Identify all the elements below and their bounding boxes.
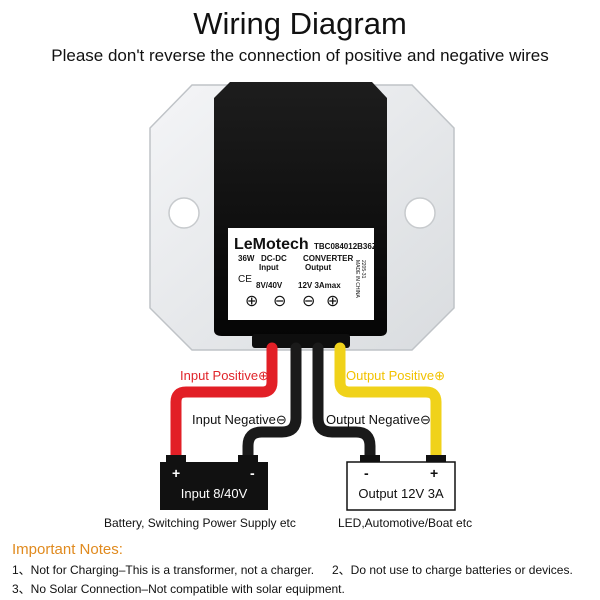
output-box-minus: - bbox=[364, 465, 369, 481]
page-subtitle: Please don't reverse the connection of p… bbox=[51, 46, 549, 65]
mount-hole-right bbox=[404, 197, 436, 229]
dcdc-label: DC-DC bbox=[261, 254, 287, 263]
output-load-box bbox=[346, 461, 456, 511]
model-label: TBC084012B36Z bbox=[314, 242, 377, 251]
label-panel bbox=[228, 228, 374, 320]
input-box-caption: Battery, Switching Power Supply etc bbox=[104, 516, 296, 530]
output-box-label: Output 12V 3A bbox=[358, 486, 444, 501]
converter-label: CONVERTER bbox=[303, 254, 353, 263]
input-box-label: Input 8/40V bbox=[181, 486, 248, 501]
input-box-plus: + bbox=[172, 465, 180, 481]
input-terminal-tab-positive bbox=[166, 455, 186, 464]
output-negative-label: Output Negative⊖ bbox=[326, 412, 431, 427]
mount-hole-left bbox=[168, 197, 200, 229]
input-terminal-tab-negative bbox=[238, 455, 258, 464]
note-item: 2、Do not use to charge batteries or devi… bbox=[332, 563, 573, 577]
red-input-positive-wire bbox=[170, 342, 278, 468]
important-notes-title: Important Notes: bbox=[12, 541, 123, 558]
output-box-caption: LED,Automotive/Boat etc bbox=[338, 516, 472, 530]
input-range-label: 8V/40V bbox=[256, 281, 283, 290]
note-item: 3、No Solar Connection–Not compatible wit… bbox=[12, 582, 345, 596]
made-in-china-text: MADE IN CHINA bbox=[354, 260, 360, 298]
black-output-negative-wire bbox=[312, 342, 376, 468]
side-code-text: 2205-31 bbox=[360, 260, 366, 279]
input-source-box bbox=[160, 462, 268, 510]
output-rating-label: 12V 3Amax bbox=[298, 281, 341, 290]
output-caption: Output bbox=[305, 263, 332, 272]
input-positive-label: Input Positive⊕ bbox=[180, 368, 269, 383]
input-negative-label: Input Negative⊖ bbox=[192, 412, 287, 427]
ce-mark: CE bbox=[238, 274, 252, 285]
terminal-input-negative-icon: ⊖ bbox=[273, 293, 286, 310]
terminal-input-positive-icon: ⊕ bbox=[245, 293, 258, 310]
terminal-output-positive-icon: ⊕ bbox=[326, 293, 339, 310]
brand-label: LeMotech bbox=[234, 236, 309, 253]
power-label: 36W bbox=[238, 254, 255, 263]
page-title: Wiring Diagram bbox=[193, 6, 407, 41]
input-caption: Input bbox=[259, 263, 279, 272]
output-terminal-tab-positive bbox=[426, 455, 446, 464]
wire-grommet bbox=[252, 334, 350, 348]
output-positive-label: Output Positive⊕ bbox=[346, 368, 445, 383]
output-terminal-tab-negative bbox=[360, 455, 380, 464]
wiring-diagram: LeMotech TBC084012B36Z 36W DC-DC CONVERT… bbox=[104, 82, 472, 530]
terminal-output-negative-icon: ⊖ bbox=[302, 293, 315, 310]
black-input-negative-wire bbox=[242, 342, 302, 468]
input-box-minus: - bbox=[250, 465, 255, 481]
yellow-output-positive-wire bbox=[334, 342, 442, 468]
note-item: 1、Not for Charging–This is a transformer… bbox=[12, 563, 315, 577]
output-box-plus: + bbox=[430, 465, 438, 481]
